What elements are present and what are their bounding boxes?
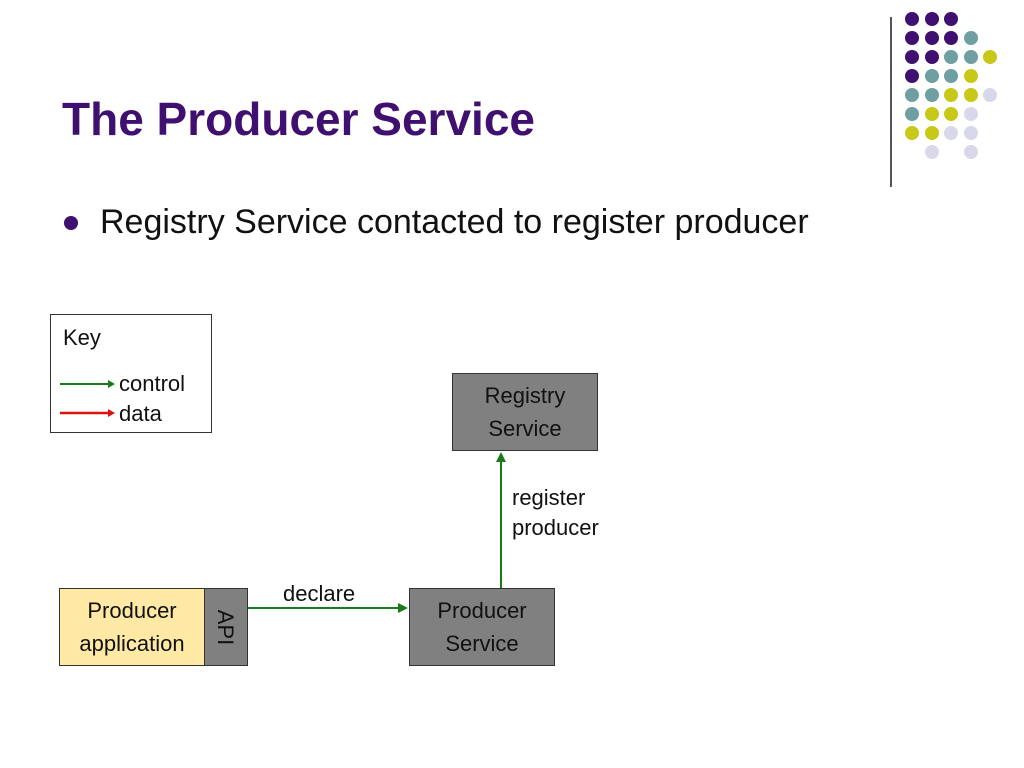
legend-title: Key: [63, 325, 101, 350]
deco-dot-icon: [944, 88, 958, 102]
producer-service-node: Producer Service: [409, 588, 555, 666]
bullet-item: Registry Service contacted to register p…: [62, 203, 809, 242]
deco-dot-icon: [924, 107, 939, 121]
producer-application-label: Producer application: [79, 598, 185, 656]
deco-dot-icon: [963, 31, 978, 45]
deco-dot-icon: [963, 69, 978, 83]
declare-edge-label: declare: [283, 581, 356, 606]
producer-application-node: Producer application: [59, 588, 205, 666]
deco-dot-icon: [924, 50, 939, 64]
deco-dot-icon: [924, 31, 939, 45]
bullet-text: Registry Service contacted to register p…: [100, 203, 809, 241]
registry-service-label: Registry Service: [484, 383, 566, 441]
deco-dot-icon: [963, 88, 978, 102]
register-arrowhead-icon: [496, 452, 506, 462]
deco-dot-icon: [963, 50, 978, 64]
deco-dot-icon: [924, 69, 939, 83]
legend-label-control: control: [119, 371, 186, 396]
deco-dot-icon: [924, 145, 939, 159]
registry-service-node: Registry Service: [452, 373, 598, 451]
bullet-dot-icon: [64, 215, 78, 230]
producer-service-label: Producer Service: [437, 598, 527, 656]
legend-key: Key control data: [50, 314, 212, 433]
deco-dot-icon: [905, 31, 919, 45]
deco-dot-icon: [924, 88, 939, 102]
header-divider: [890, 17, 892, 187]
deco-dot-icon: [944, 126, 958, 140]
bullet-list: Registry Service contacted to register p…: [62, 203, 809, 242]
legend-arrows: [60, 380, 115, 417]
deco-dot-icon: [944, 107, 958, 121]
deco-dot-icon: [905, 12, 919, 26]
deco-dot-icon: [924, 126, 939, 140]
deco-dot-icon: [963, 126, 978, 140]
deco-dot-icon: [924, 12, 939, 26]
deco-dot-icon: [963, 145, 978, 159]
deco-dot-icon: [944, 12, 958, 26]
deco-dot-icon: [944, 50, 958, 64]
deco-dot-icon: [905, 50, 919, 64]
deco-dot-icon: [983, 50, 997, 64]
slide-title: The Producer Service: [62, 93, 535, 145]
legend-label-data: data: [119, 401, 162, 426]
deco-dot-icon: [905, 69, 919, 83]
deco-dot-icon: [944, 69, 958, 83]
deco-dot-icon: [905, 107, 919, 121]
deco-dot-icon: [944, 31, 958, 45]
deco-dot-icon: [905, 126, 919, 140]
deco-dot-icon: [905, 88, 919, 102]
register-producer-edge-label: register producer: [512, 485, 599, 540]
deco-dot-icon: [983, 88, 997, 102]
deco-dot-icon: [963, 107, 978, 121]
api-node: API: [204, 588, 248, 666]
declare-arrowhead-icon: [398, 603, 408, 613]
